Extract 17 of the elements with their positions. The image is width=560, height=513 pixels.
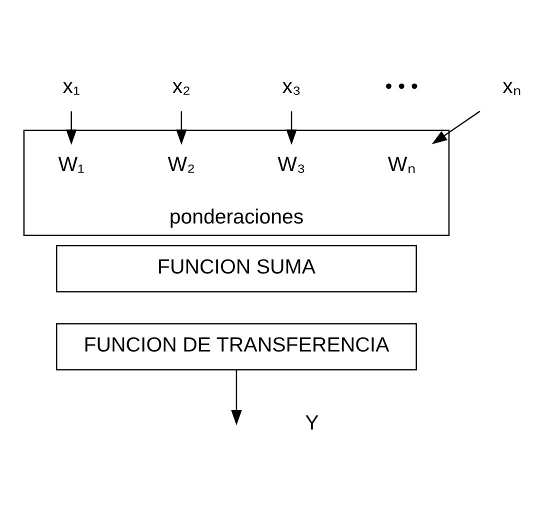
node-text: W₃ [278, 153, 306, 176]
arrow [176, 111, 187, 145]
node-text: x₁ [62, 75, 80, 98]
arrow [66, 111, 77, 145]
arrow [286, 111, 297, 145]
node-box: FUNCION DE TRANSFERENCIA [56, 323, 417, 370]
arrow [432, 110, 480, 144]
node-text: x₂ [172, 75, 191, 98]
node-text: x₃ [282, 75, 301, 98]
node-text: W₁ [58, 153, 84, 176]
node-box: FUNCION SUMA [56, 244, 417, 292]
node-text: xₙ [502, 75, 521, 98]
node-text: W₂ [168, 153, 196, 176]
label: Y [305, 412, 319, 435]
node-text: Wₙ [388, 153, 416, 176]
label: • • • [385, 75, 418, 98]
arrow [231, 370, 242, 426]
